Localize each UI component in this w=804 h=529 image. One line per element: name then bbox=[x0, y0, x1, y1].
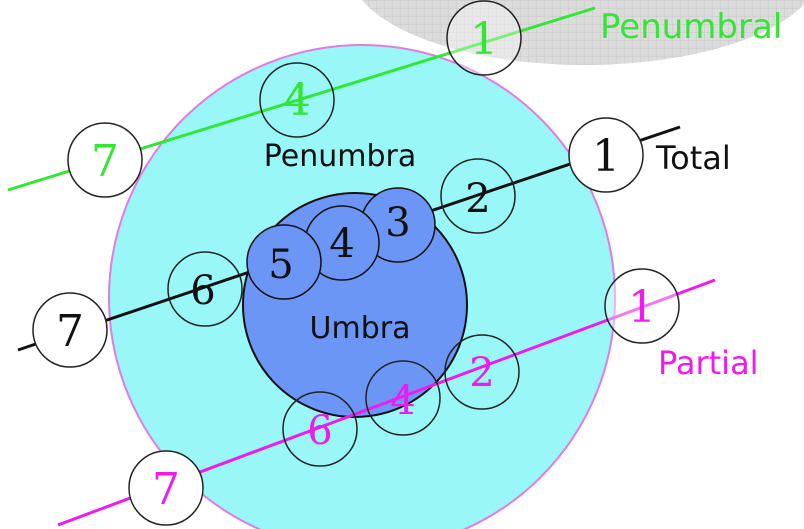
svg-text:1: 1 bbox=[592, 131, 620, 182]
penumbral-eclipse-label: Penumbral bbox=[600, 7, 782, 47]
svg-text:7: 7 bbox=[56, 306, 84, 357]
penumbral-contact-7: 7 bbox=[67, 122, 143, 198]
earth-shadow-arc bbox=[362, 0, 804, 65]
svg-text:5: 5 bbox=[268, 242, 293, 288]
umbra-region-label: Umbra bbox=[310, 311, 411, 346]
partial-contact-1: 1 bbox=[604, 268, 680, 344]
partial-contact-4: 4 bbox=[365, 360, 441, 436]
svg-text:7: 7 bbox=[91, 136, 119, 187]
svg-text:3: 3 bbox=[385, 200, 410, 246]
partial-contact-6: 6 bbox=[282, 391, 358, 467]
total-contact-7: 7 bbox=[32, 292, 108, 368]
svg-text:1: 1 bbox=[628, 282, 656, 333]
total-contact-2: 2 bbox=[440, 158, 516, 234]
svg-text:6: 6 bbox=[190, 268, 215, 314]
total-contact-6: 6 bbox=[167, 251, 243, 327]
total-eclipse-label: Total bbox=[655, 139, 731, 177]
partial-eclipse-label: Partial bbox=[658, 344, 759, 382]
svg-text:1: 1 bbox=[470, 14, 498, 65]
svg-text:4: 4 bbox=[283, 75, 311, 126]
total-contact-1: 1 bbox=[568, 117, 644, 193]
penumbral-contact-1: 1 bbox=[446, 0, 522, 76]
svg-text:4: 4 bbox=[329, 221, 354, 267]
svg-text:6: 6 bbox=[307, 408, 332, 454]
partial-contact-7: 7 bbox=[128, 450, 204, 526]
penumbra-region-label: Penumbra bbox=[264, 139, 417, 174]
svg-text:2: 2 bbox=[469, 350, 494, 396]
total-contact-5: 5 bbox=[246, 224, 322, 300]
total-contact-4: 4 bbox=[304, 205, 380, 281]
svg-text:4: 4 bbox=[390, 378, 415, 424]
svg-text:2: 2 bbox=[465, 176, 490, 222]
penumbral-contact-4: 4 bbox=[259, 62, 335, 138]
partial-contact-2: 2 bbox=[444, 334, 520, 410]
svg-text:7: 7 bbox=[152, 464, 180, 515]
